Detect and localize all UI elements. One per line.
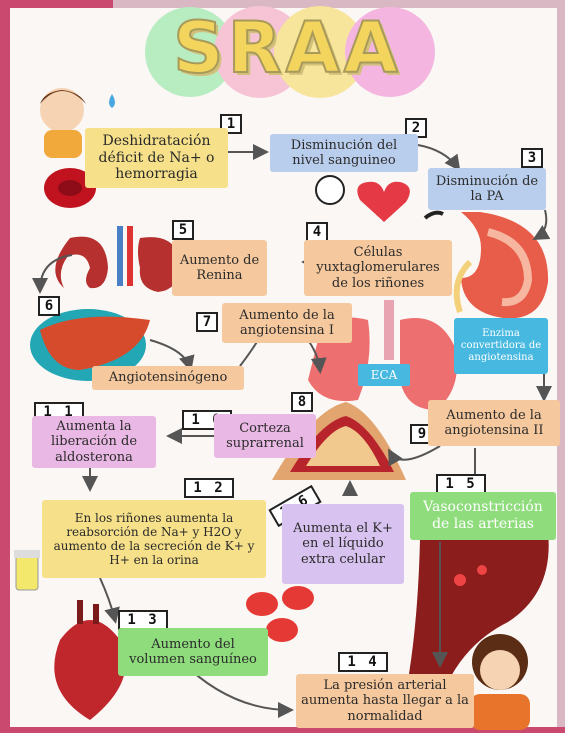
step-5-number: 5 xyxy=(172,220,194,240)
step-4-number: 4 xyxy=(306,222,328,242)
step-7-box: Aumento de la angiotensina I xyxy=(222,303,352,343)
kidneys-pair-icon xyxy=(55,226,180,292)
step-15-number: 1 5 xyxy=(436,474,486,494)
step-14-box: La presión arterial aumenta hasta llegar… xyxy=(296,674,474,728)
step-8-number: 8 xyxy=(291,392,313,412)
step-11-box: Aumenta la liberación de aldosterona xyxy=(32,416,156,468)
step-14-number: 1 4 xyxy=(338,652,388,672)
step-3-box: Disminución de la PA xyxy=(428,168,546,210)
girl-cheering-icon xyxy=(470,634,530,730)
step-6-number: 6 xyxy=(38,296,60,316)
step-3-number: 3 xyxy=(521,148,543,168)
step-1-box: Deshidratación déficit de Na+ o hemorrag… xyxy=(85,128,228,188)
step-10-box: Corteza suprarrenal xyxy=(214,414,316,458)
page-title: SRAA xyxy=(165,8,410,88)
kidney-icon xyxy=(457,212,548,318)
step-12-number: 1 2 xyxy=(184,478,234,498)
step-16-box: Aumenta el K+ en el líquido extra celula… xyxy=(282,504,404,584)
step-4-box: Células yuxtaglomerulares de los riñones xyxy=(304,240,452,296)
eca-label: ECA xyxy=(358,364,410,386)
step-6-box: Angiotensinógeno xyxy=(92,366,244,390)
urine-cup-icon xyxy=(14,550,40,590)
step-2-box: Disminución del nivel sanguineo xyxy=(270,134,418,172)
enzyme-box: Enzima convertidora de angiotensina xyxy=(454,318,548,374)
step-13-box: Aumento del volumen sanguíneo xyxy=(118,628,268,676)
step-12-box: En los riñones aumenta la reabsorción de… xyxy=(42,500,266,578)
step-9-box: Aumento de la angiotensina II xyxy=(428,400,560,446)
step-15-box: Vasoconstricción de las arterias xyxy=(410,492,556,540)
step-5-box: Aumento de Renina xyxy=(172,240,267,296)
step-7-number: 7 xyxy=(196,312,218,332)
heart-gauge-icon xyxy=(316,176,443,222)
step-13-number: 1 3 xyxy=(118,610,168,630)
